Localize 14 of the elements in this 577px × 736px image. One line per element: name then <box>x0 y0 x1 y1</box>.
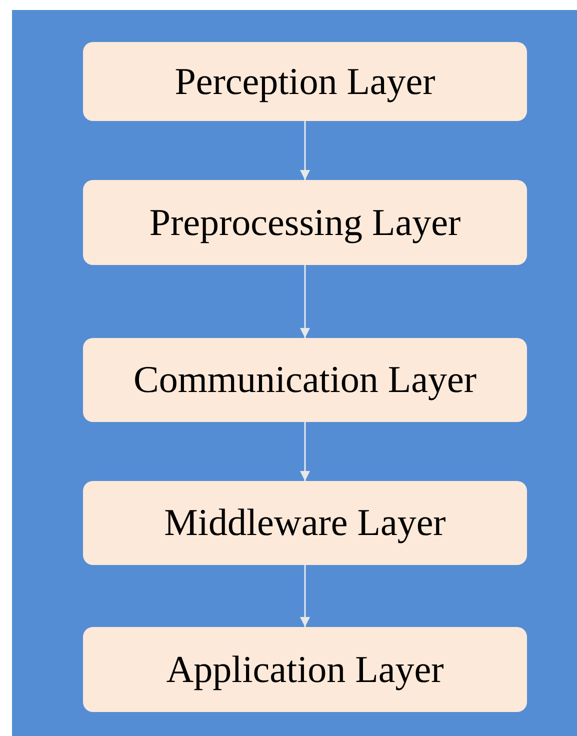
layer-box <box>83 481 527 565</box>
layer-box <box>83 338 527 422</box>
arrow <box>300 565 310 627</box>
arrow <box>300 265 310 338</box>
layer-label: Preprocessing Layer <box>149 200 461 244</box>
arrow <box>300 422 310 481</box>
layer-label: Perception Layer <box>174 60 436 104</box>
layer-box <box>83 627 527 712</box>
layer-box <box>83 180 527 265</box>
arrow <box>300 121 310 180</box>
layer-label: Middleware Layer <box>164 501 446 545</box>
layer-label: Communication Layer <box>134 358 476 402</box>
layer-box <box>83 42 527 121</box>
layer-label: Application Layer <box>166 648 444 692</box>
